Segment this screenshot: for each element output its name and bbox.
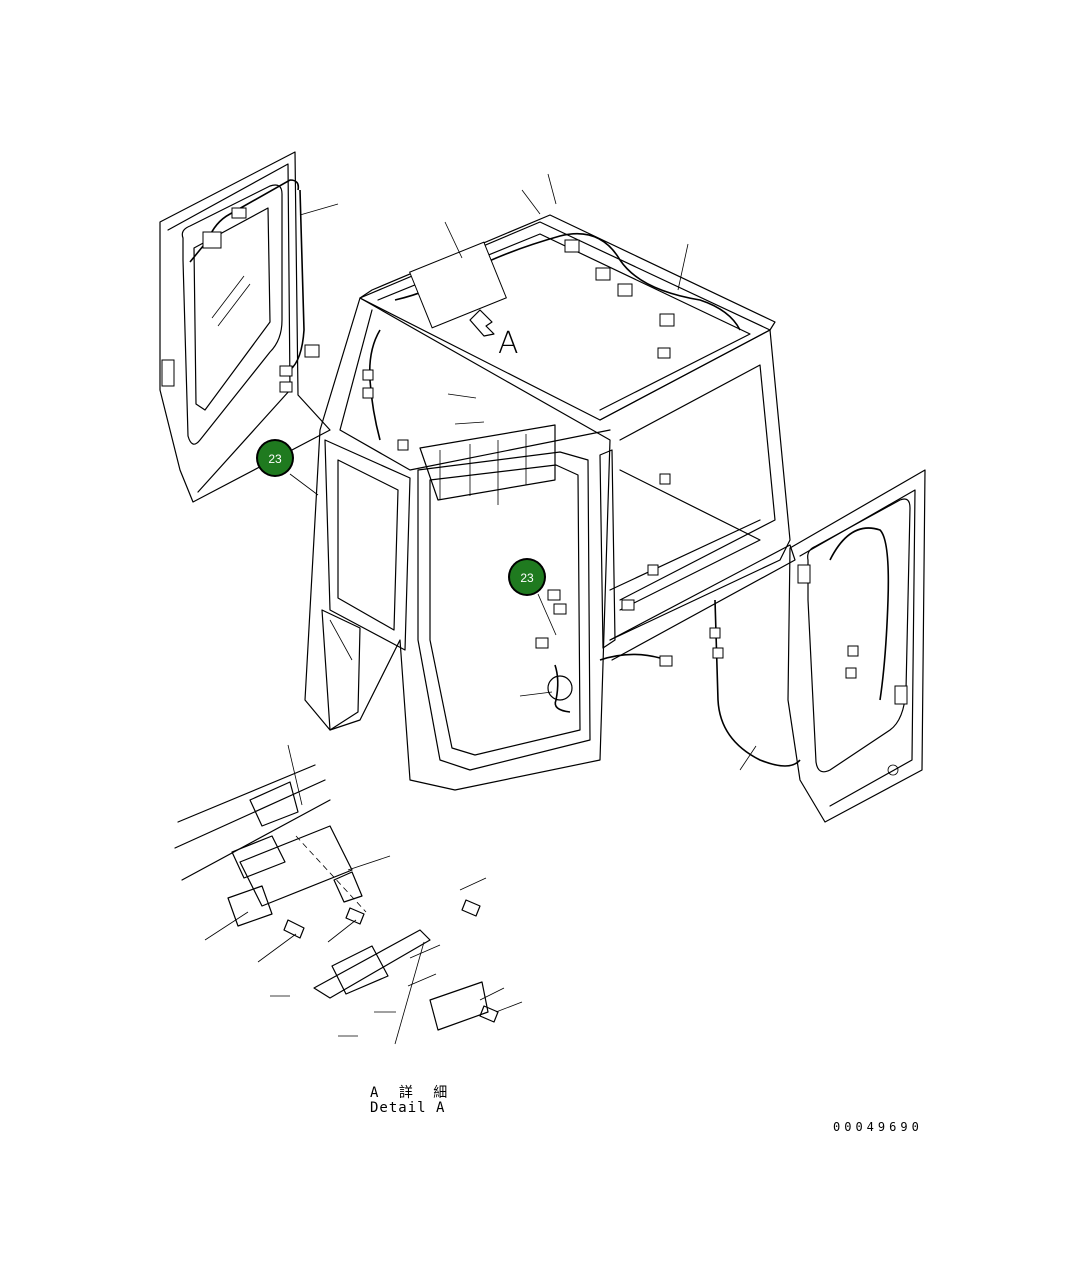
detail-title-english: Detail A	[370, 1100, 446, 1116]
callout-23-center-label: 23	[520, 571, 534, 585]
view-arrow-label: A	[498, 326, 519, 361]
roof-harness	[362, 173, 741, 451]
callout-23-center[interactable]: 23	[508, 558, 557, 636]
detail-a-view	[174, 744, 523, 1045]
cab-frame	[304, 214, 796, 791]
callout-23-left[interactable]: 23	[256, 439, 319, 496]
callout-23-left-label: 23	[268, 452, 282, 466]
left-door	[159, 151, 339, 503]
right-door	[787, 469, 926, 823]
detail-title-japanese: A 詳 細	[370, 1085, 454, 1101]
drawing-number: 00049690	[833, 1120, 923, 1134]
front-harness	[519, 589, 801, 771]
